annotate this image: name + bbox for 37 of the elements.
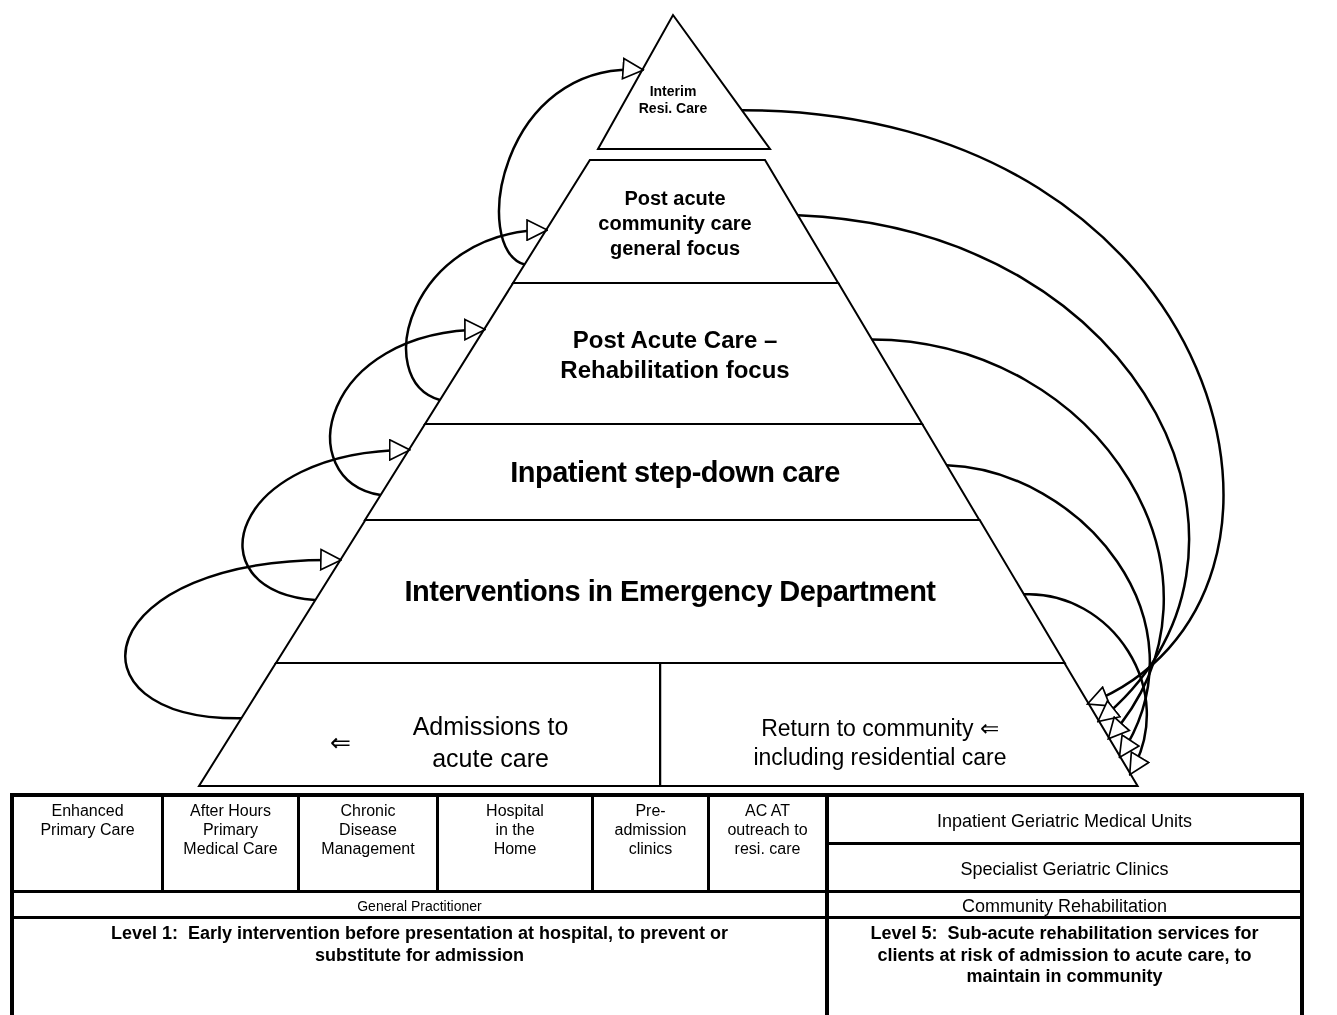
table-cell-text: Pre-admission clinics <box>613 801 688 859</box>
level-label: Interventions in Emergency Department <box>404 574 936 610</box>
pyramid-band <box>198 663 660 786</box>
pyramid-band <box>275 520 1065 663</box>
pyramid-band <box>660 663 1138 786</box>
curved-arrow <box>946 464 1151 759</box>
table-cell-text: After Hours Primary Medical Care <box>182 801 279 859</box>
level-label: Admissions to acute care <box>411 711 570 774</box>
table-cell-text: Community Rehabilitation <box>961 895 1168 918</box>
table-cell-text: Inpatient Geriatric Medical Units <box>936 810 1193 833</box>
level-label: Inpatient step-down care <box>510 454 840 490</box>
curved-arrow <box>797 214 1190 723</box>
level-label: Interim Resi. Care <box>637 82 709 118</box>
curved-arrow <box>241 440 411 602</box>
level-label: ⇐ <box>329 726 351 758</box>
curved-arrow <box>329 320 486 497</box>
pyramid-band <box>513 160 839 283</box>
table-cell-text: Hospital in the Home <box>485 801 545 859</box>
level-label: Post Acute Care – Rehabilitation focus <box>559 325 791 385</box>
table-cell-text: Level 1: Early intervention before presentation at hospital, to prevent or substitute for admission <box>109 923 730 967</box>
table-cell-text: Specialist Geriatric Clinics <box>960 858 1169 881</box>
level-label: Return to community ⇐ including residential care <box>752 713 1008 772</box>
table-cell-text: Enhanced Primary Care <box>39 801 136 840</box>
pyramid-band <box>365 424 980 520</box>
pyramid-band <box>425 283 923 424</box>
table-cell-text: General Practitioner <box>357 898 482 915</box>
curved-arrow <box>741 108 1225 705</box>
curved-arrow <box>498 59 645 266</box>
table-cell-text: AC AT outreach to resi. care <box>726 801 809 859</box>
curved-arrow <box>871 338 1165 740</box>
curved-arrow <box>1023 593 1149 776</box>
table-cell-text: Chronic Disease Management <box>320 801 416 859</box>
table-cell-text: Level 5: Sub-acute rehabilitation services for clients at risk of admission to acute care, to maintain in community <box>869 923 1260 988</box>
curved-arrow <box>124 549 342 720</box>
level-label: Post acute community care general focus <box>597 185 753 261</box>
triangle-level <box>598 15 770 149</box>
curved-arrow <box>405 220 549 402</box>
